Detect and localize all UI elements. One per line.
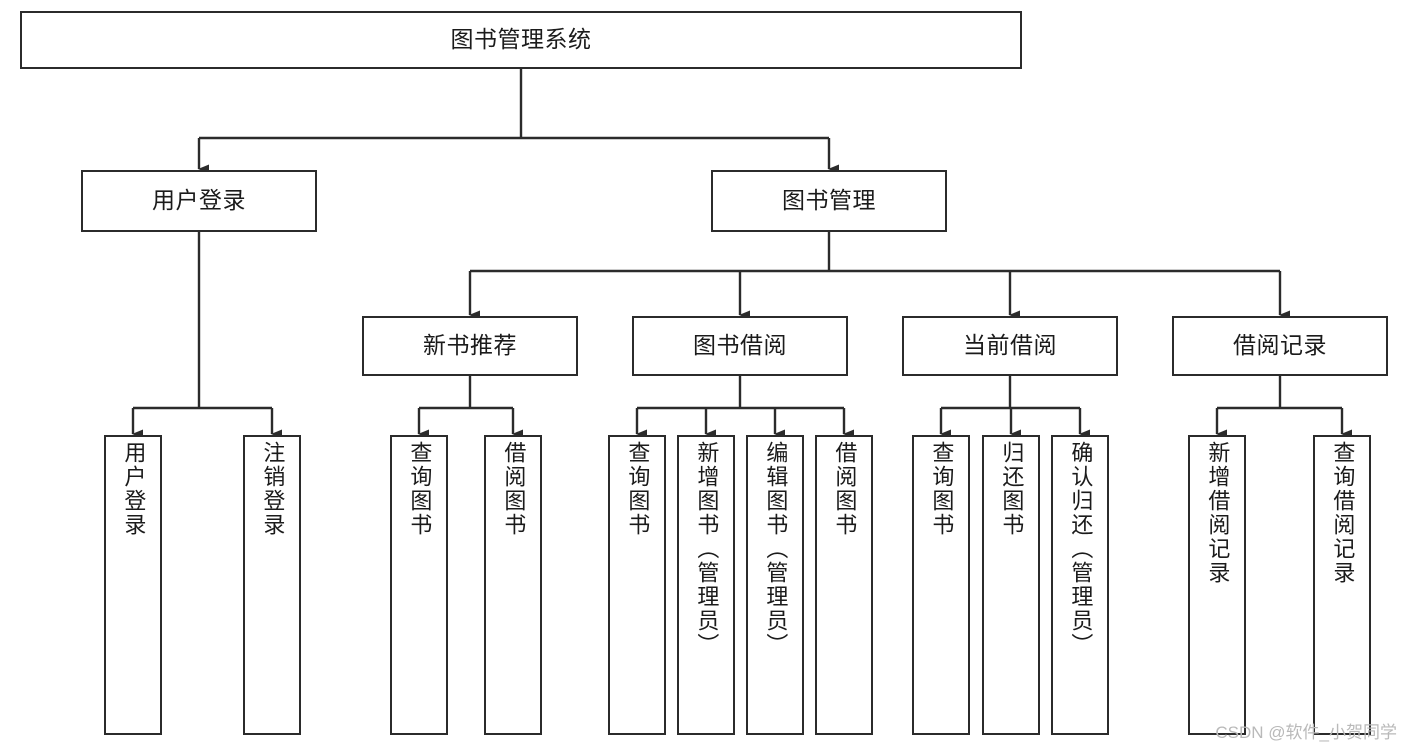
node-label-borrow_record: 借阅记录: [1233, 332, 1327, 359]
node-leaf_add_book[interactable]: 新增图书（管理员）: [677, 435, 735, 735]
node-leaf_conf_ret[interactable]: 确认归还（管理员）: [1051, 435, 1109, 735]
node-leaf_edit_book[interactable]: 编辑图书（管理员）: [746, 435, 804, 735]
node-leaf_q_book_1[interactable]: 查询图书: [390, 435, 448, 735]
node-label-current_borrow: 当前借阅: [963, 332, 1057, 359]
node-label-leaf_conf_ret: 确认归还（管理员）: [1068, 441, 1094, 657]
node-book_manage[interactable]: 图书管理: [711, 170, 947, 232]
node-user_login[interactable]: 用户登录: [81, 170, 317, 232]
node-label-leaf_edit_book: 编辑图书（管理员）: [763, 441, 789, 657]
node-label-leaf_add_book: 新增图书（管理员）: [694, 441, 720, 657]
node-root[interactable]: 图书管理系统: [20, 11, 1022, 69]
node-label-leaf_borrow_2: 借阅图书: [832, 441, 858, 537]
node-leaf_q_book_2[interactable]: 查询图书: [608, 435, 666, 735]
node-leaf_borrow_2[interactable]: 借阅图书: [815, 435, 873, 735]
node-leaf_q_rec[interactable]: 查询借阅记录: [1313, 435, 1371, 735]
node-label-leaf_q_book_1: 查询图书: [407, 441, 433, 537]
node-label-leaf_q_book_2: 查询图书: [625, 441, 651, 537]
node-leaf_return[interactable]: 归还图书: [982, 435, 1040, 735]
node-label-leaf_q_rec: 查询借阅记录: [1330, 441, 1356, 585]
node-leaf_login[interactable]: 用户登录: [104, 435, 162, 735]
node-leaf_borrow_1[interactable]: 借阅图书: [484, 435, 542, 735]
node-leaf_logout[interactable]: 注销登录: [243, 435, 301, 735]
node-label-leaf_q_book_3: 查询图书: [929, 441, 955, 537]
node-leaf_add_rec[interactable]: 新增借阅记录: [1188, 435, 1246, 735]
node-label-leaf_return: 归还图书: [999, 441, 1025, 537]
node-label-user_login: 用户登录: [152, 187, 246, 214]
node-book_borrow[interactable]: 图书借阅: [632, 316, 848, 376]
node-label-book_manage: 图书管理: [782, 187, 876, 214]
node-label-leaf_add_rec: 新增借阅记录: [1205, 441, 1231, 585]
node-label-root: 图书管理系统: [450, 26, 592, 53]
node-label-leaf_logout: 注销登录: [260, 441, 286, 537]
node-current_borrow[interactable]: 当前借阅: [902, 316, 1118, 376]
node-new_book_rec[interactable]: 新书推荐: [362, 316, 578, 376]
node-label-leaf_borrow_1: 借阅图书: [501, 441, 527, 537]
node-label-book_borrow: 图书借阅: [693, 332, 787, 359]
node-borrow_record[interactable]: 借阅记录: [1172, 316, 1388, 376]
node-leaf_q_book_3[interactable]: 查询图书: [912, 435, 970, 735]
node-label-leaf_login: 用户登录: [121, 441, 147, 537]
edge-group: [131, 69, 1352, 439]
node-label-new_book_rec: 新书推荐: [423, 332, 517, 359]
